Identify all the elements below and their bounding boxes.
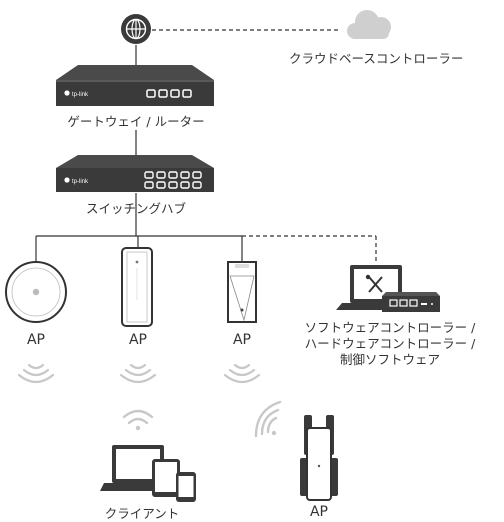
connection-lines: [35, 45, 243, 263]
client-label: クライアント: [104, 506, 180, 521]
controller-label: ソフトウェアコントローラー / ハードウェアコントローラー / 制御ソフトウェア: [284, 320, 496, 368]
ap4-label: AP: [309, 504, 329, 520]
controller-label-line2: ハードウェアコントローラー /: [304, 336, 476, 351]
ap3-label: AP: [232, 332, 252, 348]
client-phone-icon: [176, 472, 196, 502]
router-device: [56, 65, 214, 106]
ceiling-ap-icon: [5, 261, 67, 323]
switch-device: [56, 155, 214, 192]
router-brand: tp-link: [72, 92, 89, 98]
tp-link-logo-icon: [64, 90, 70, 96]
signal-arcs-ap2: [119, 363, 157, 384]
ap1-label: AP: [26, 332, 46, 348]
switching-hub-label: スイッチングハブ: [85, 201, 187, 216]
gateway-router-label: ゲートウェイ / ルーター: [67, 114, 205, 129]
signal-arcs-ap3: [223, 363, 261, 384]
switch-ports: [144, 171, 202, 189]
ap2-label: AP: [128, 332, 148, 348]
outdoor-ap-icon: [227, 261, 257, 323]
tp-link-logo-icon: [64, 177, 70, 183]
desktop-ap-icon: [254, 400, 338, 501]
wifi-signal-arcs: [254, 400, 282, 438]
controller-label-line1: ソフトウェアコントローラー /: [304, 320, 476, 335]
tools-icon: [368, 276, 383, 293]
signal-arcs-ap1: [17, 363, 55, 384]
router-ports: [146, 89, 192, 98]
globe-icon: [121, 14, 151, 44]
cloud-controller-label: クラウドベースコントローラー: [289, 51, 464, 66]
hardware-controller-icon: [382, 292, 440, 312]
switch-brand: tp-link: [72, 179, 89, 185]
wall-ap-icon: [121, 247, 153, 327]
controller-label-line3: 制御ソフトウェア: [339, 352, 440, 367]
client-laptop-icon: [100, 445, 176, 491]
dashed-lines: [152, 29, 377, 264]
wifi-icon: [122, 409, 154, 431]
client-tablet-icon: [152, 459, 180, 497]
cloud-icon: [347, 10, 391, 39]
